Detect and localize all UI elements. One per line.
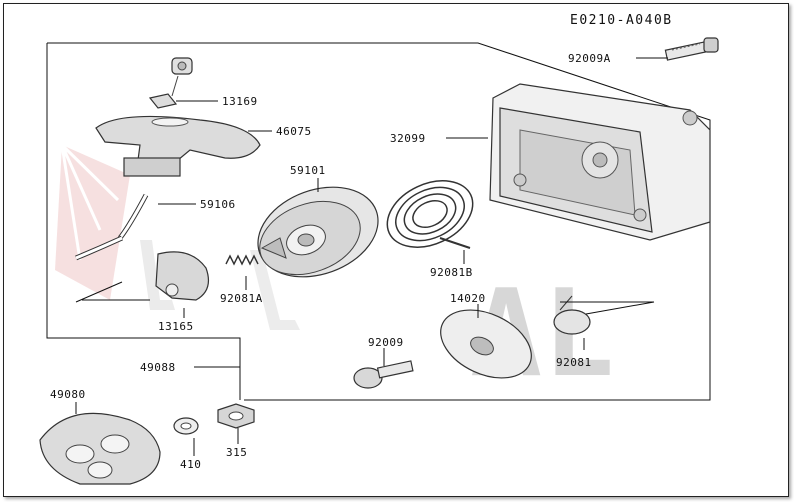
diagram-code: E0210-A040B	[570, 13, 673, 28]
spring-92081	[553, 295, 591, 335]
spring-92081a	[225, 254, 259, 266]
assembly-outline	[47, 42, 711, 401]
label-49088: 49088	[140, 361, 176, 374]
handle-46075	[95, 115, 261, 177]
label-92009a: 92009A	[568, 52, 611, 65]
spring-92081b	[386, 180, 474, 249]
label-92081b: 92081B	[430, 266, 473, 279]
knob-top	[171, 57, 193, 97]
washer-410	[173, 417, 199, 435]
label-59101: 59101	[290, 164, 326, 177]
label-14020: 14020	[450, 292, 486, 305]
label-46075: 46075	[276, 125, 312, 138]
label-49080: 49080	[50, 388, 86, 401]
bolt-92009	[353, 360, 414, 389]
ratchet-13165	[155, 251, 209, 301]
housing-32099	[489, 83, 711, 241]
watermark: AL	[55, 143, 615, 404]
diagram-frame	[3, 3, 789, 497]
label-92081: 92081	[556, 356, 592, 369]
label-32099: 32099	[390, 132, 426, 145]
label-92009: 92009	[368, 336, 404, 349]
label-410: 410	[180, 458, 201, 471]
cover-49080	[39, 412, 161, 485]
clip-13169	[148, 93, 178, 109]
rope-59106	[75, 193, 149, 261]
bolt-92009a	[664, 37, 719, 61]
pulley-59101	[257, 186, 379, 278]
assembly-outline-left	[46, 43, 241, 400]
plate-14020	[440, 309, 532, 379]
label-59106: 59106	[200, 198, 236, 211]
label-13169: 13169	[222, 95, 258, 108]
label-92081a: 92081A	[220, 292, 263, 305]
nut-315	[217, 403, 255, 429]
watermark-logo	[55, 143, 300, 330]
label-13165: 13165	[158, 320, 194, 333]
label-315: 315	[226, 446, 247, 459]
